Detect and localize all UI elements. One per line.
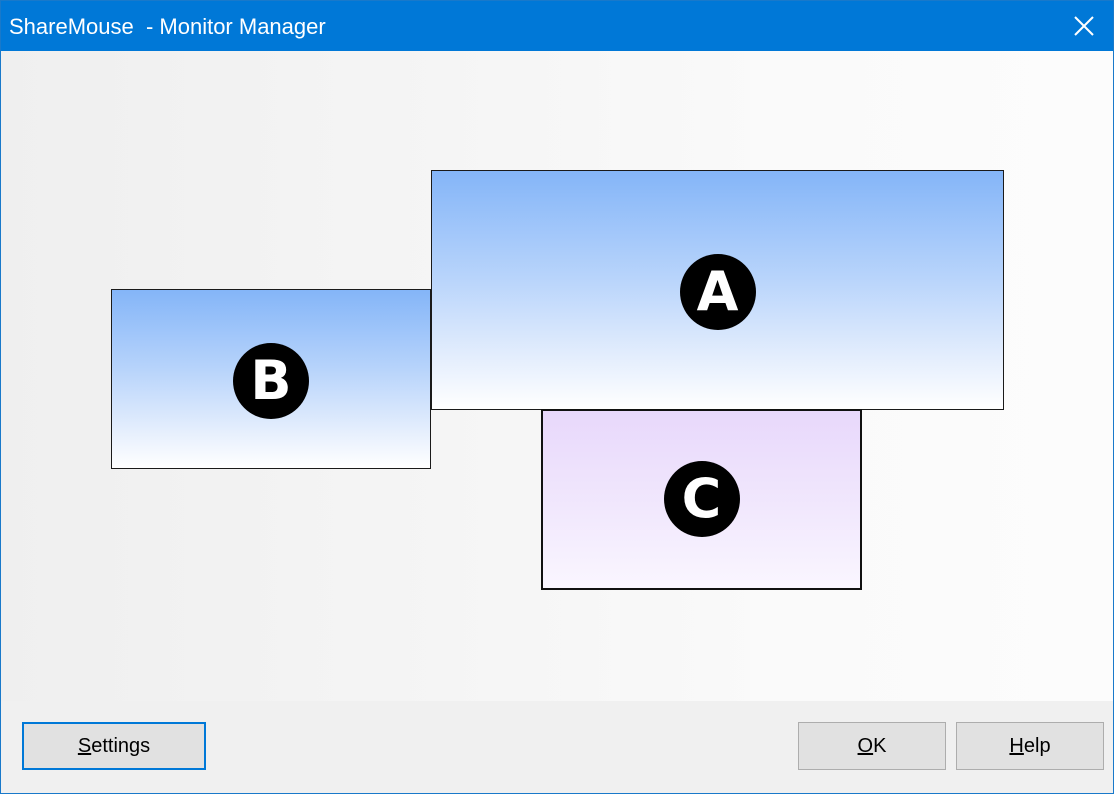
help-label: elp [1023,734,1051,757]
monitor-b-badge: B [233,343,309,419]
monitor-a-badge: A [679,254,756,330]
monitor-c-label: C [681,466,722,530]
title-bar[interactable]: ShareMouse - Monitor Manager [1,1,1113,51]
ok-label: K [873,734,887,757]
monitor-c-badge: C [663,460,740,537]
monitor-b[interactable]: B [111,289,431,469]
settings-accel: S [77,734,92,757]
help-accel: H [1009,734,1024,757]
ok-accel: O [857,734,874,757]
close-button[interactable] [1055,1,1113,51]
monitor-c[interactable]: C [541,409,862,590]
settings-label: ettings [91,734,151,757]
monitor-b-label: B [250,349,292,412]
window-title: ShareMouse - Monitor Manager [9,14,326,39]
monitor-a-label: A [696,260,739,323]
monitor-layout-canvas[interactable]: A B C [1,51,1113,701]
monitor-a[interactable]: A [431,170,1004,410]
close-icon [1074,16,1094,36]
